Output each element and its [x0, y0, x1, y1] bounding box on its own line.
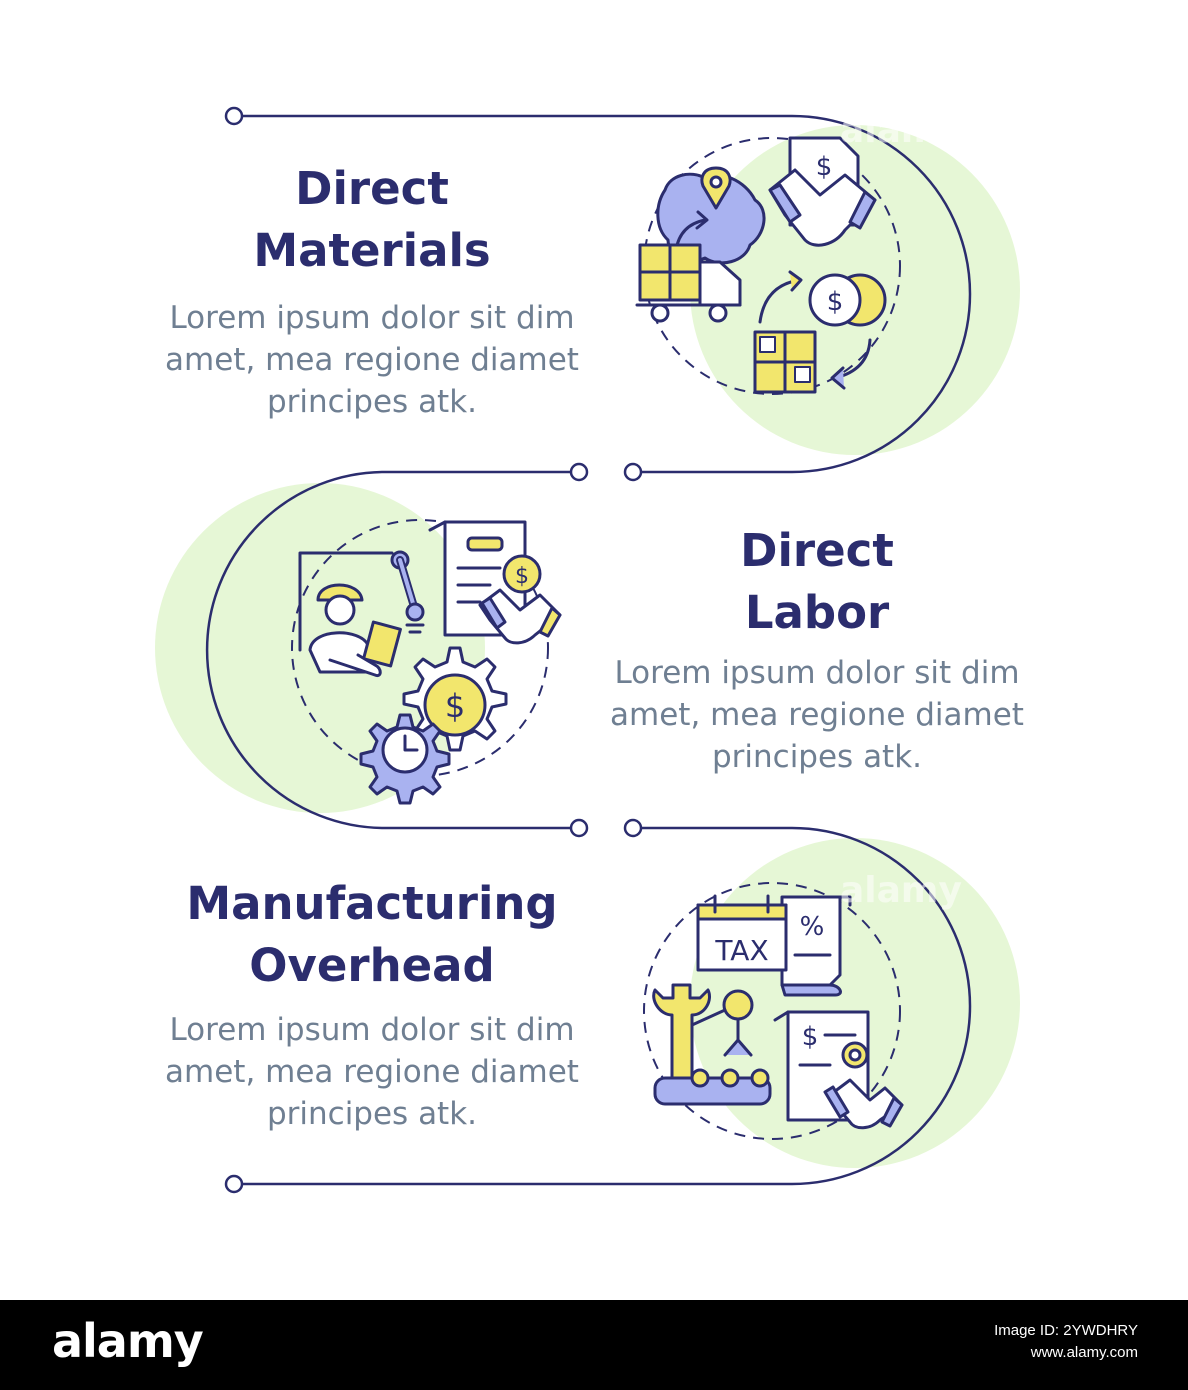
item-1-desc-line-3: principes atk.: [266, 384, 478, 420]
footer-logo: alamy: [52, 1314, 204, 1368]
connector-nodes: [224, 106, 643, 1194]
item-3-description: Lorem ipsum dolor sit dim amet, mea regi…: [122, 1009, 622, 1135]
watermark: alamy: [840, 110, 962, 151]
item-2-title-line-1: Direct: [740, 524, 894, 577]
footer-image-info: Image ID: 2YWDHRY www.alamy.com: [994, 1320, 1138, 1364]
svg-text:TAX: TAX: [714, 934, 768, 967]
item-3-title: Manufacturing Overhead: [122, 873, 622, 997]
footer-site: www.alamy.com: [1030, 1344, 1138, 1361]
footer-image-id: Image ID: 2YWDHRY: [994, 1322, 1138, 1339]
svg-text:$: $: [816, 152, 833, 182]
item-1-title: Direct Materials: [172, 158, 572, 282]
svg-text:$: $: [827, 287, 844, 317]
labor-cost-icon: $ $: [298, 520, 562, 805]
item-3-desc-line-3: principes atk.: [266, 1096, 478, 1132]
item-2-desc-line-1: Lorem ipsum dolor sit dim: [614, 655, 1020, 691]
item-3-desc-line-2: amet, mea regione diamet: [165, 1054, 579, 1090]
node-2b: [623, 818, 643, 838]
svg-text:$: $: [802, 1022, 819, 1052]
overhead-tax-icon: % TAX $: [652, 894, 904, 1130]
infographic-diagram: $ $: [155, 106, 1020, 1194]
item-1-description: Lorem ipsum dolor sit dim amet, mea regi…: [122, 297, 622, 423]
item-2-title: Direct Labor: [617, 520, 1017, 644]
footer-bar: alamy Image ID: 2YWDHRY www.alamy.com: [0, 1300, 1188, 1390]
svg-text:$: $: [445, 687, 465, 725]
item-2-desc-line-2: amet, mea regione diamet: [610, 697, 1024, 733]
item-3-desc-line-1: Lorem ipsum dolor sit dim: [169, 1012, 575, 1048]
node-bottom: [224, 1174, 244, 1194]
connector-line: [205, 114, 972, 1186]
item-3-title-line-1: Manufacturing: [186, 877, 558, 930]
node-1b: [623, 462, 643, 482]
svg-text:%: %: [800, 912, 825, 942]
item-1-title-line-1: Direct: [295, 162, 449, 215]
item-2-description: Lorem ipsum dolor sit dim amet, mea regi…: [567, 652, 1067, 778]
item-2-title-line-2: Labor: [744, 586, 890, 639]
svg-text:$: $: [515, 564, 529, 589]
node-top: [224, 106, 244, 126]
item-2-desc-line-3: principes atk.: [711, 739, 923, 775]
item-1-desc-line-1: Lorem ipsum dolor sit dim: [169, 300, 575, 336]
watermark: alamy: [840, 870, 962, 911]
node-2a: [569, 818, 589, 838]
item-1-desc-line-2: amet, mea regione diamet: [165, 342, 579, 378]
node-1a: [569, 462, 589, 482]
item-3-title-line-2: Overhead: [249, 939, 495, 992]
supply-chain-icon: $ $: [635, 136, 887, 394]
item-1-title-line-2: Materials: [253, 224, 491, 277]
